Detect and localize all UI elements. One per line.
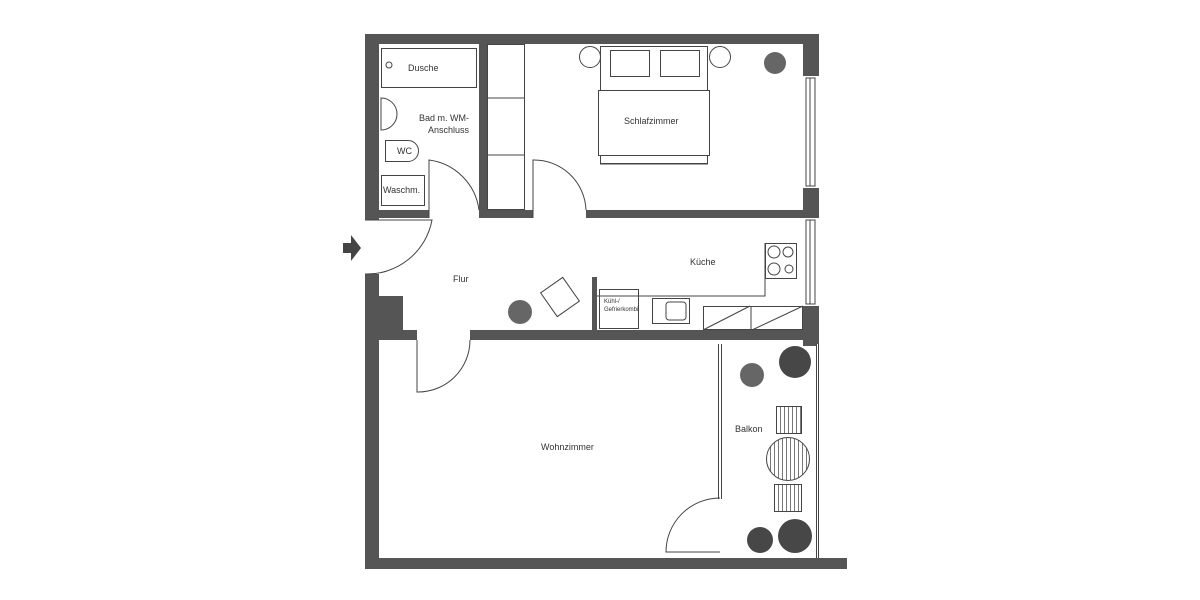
balcony-rail (816, 344, 819, 558)
plant-icon (740, 363, 764, 387)
bed-duvet (598, 90, 710, 156)
fridge-label-2: Gefrierkombi (604, 307, 639, 313)
fridge-label-1: Kühl-/ (604, 299, 620, 305)
wall-kitchen-stub (592, 277, 597, 332)
wall-bottom (365, 558, 847, 569)
entrance-arrow-icon (343, 235, 361, 261)
wardrobe (487, 44, 525, 210)
wall-left-jog (379, 296, 403, 332)
balcony-partition (718, 344, 722, 499)
bathroom-label-2: Anschluss (428, 125, 470, 135)
hallway-label: Flur (453, 274, 469, 284)
plant-icon (778, 519, 812, 553)
plant-icon (779, 346, 811, 378)
bathroom-label-1: Bad m. WM- (419, 113, 470, 123)
bedroom-door-arc (532, 159, 587, 218)
wash-basin (380, 97, 398, 131)
wc (385, 140, 419, 162)
wall-right-top (803, 34, 819, 76)
balcony-door-arc (665, 497, 721, 553)
kitchen-label: Küche (690, 257, 716, 267)
bath-door-arc (428, 159, 480, 218)
entry-door-arc (364, 219, 433, 275)
balcony-table (766, 437, 810, 481)
plants (508, 52, 812, 553)
shower-label: Dusche (408, 63, 439, 73)
living-room-label: Wohnzimmer (541, 442, 594, 452)
plant-icon (508, 300, 532, 324)
wall-left-upper (365, 34, 379, 220)
wall-living-top-left (365, 330, 417, 340)
pillow-left (610, 50, 650, 77)
nightstand-left (579, 46, 601, 68)
wall-bedroom-bottom-right (586, 210, 819, 218)
wall-bath-right (479, 34, 487, 218)
living-door-arc (416, 339, 471, 393)
wall-left-lower (365, 274, 379, 569)
wall-bath-bottom (365, 210, 429, 218)
washing-machine (381, 175, 425, 206)
wall-bedroom-bottom-left (479, 210, 533, 218)
balcony-chair-bottom (774, 484, 802, 512)
balcony-chair-top (776, 406, 802, 434)
nightstand-right (709, 46, 731, 68)
wc-label: WC (397, 146, 412, 156)
plant-icon (764, 52, 786, 74)
balcony-label: Balkon (735, 424, 763, 434)
shower (381, 48, 477, 88)
plant-icon (747, 527, 773, 553)
pillow-right (660, 50, 700, 77)
counter (703, 306, 803, 330)
bedroom-label: Schlafzimmer (624, 116, 679, 126)
wall-top (365, 34, 819, 44)
washing-machine-label: Waschm. (383, 185, 421, 195)
wall-living-top-right (470, 330, 819, 340)
